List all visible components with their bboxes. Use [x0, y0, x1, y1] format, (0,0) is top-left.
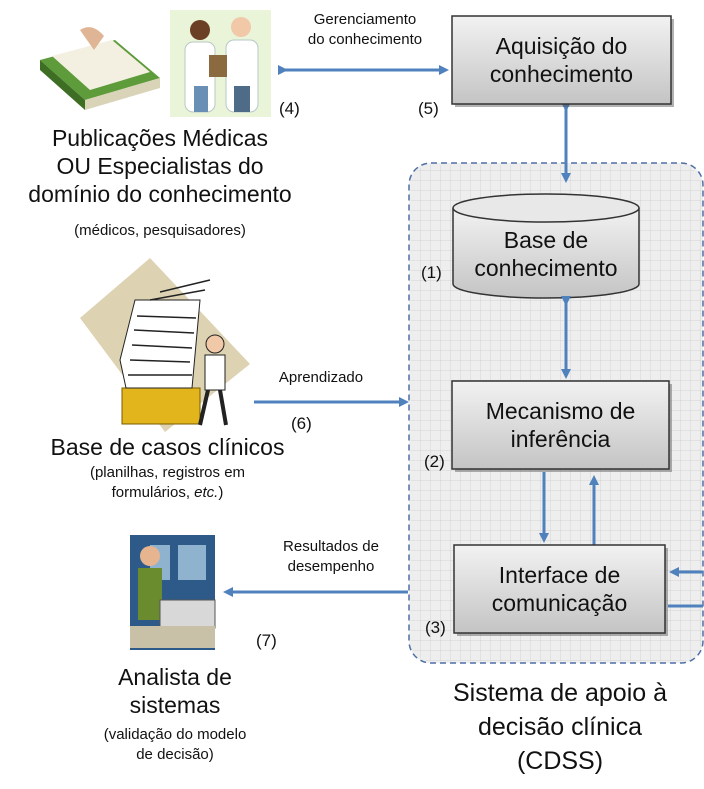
publications-title: Publicações Médicas OU Especialistas do … — [28, 125, 292, 207]
label-n2: (2) — [424, 452, 445, 471]
book-clipart — [40, 27, 160, 110]
box-interface — [453, 544, 668, 636]
label-n6: (6) — [291, 414, 312, 433]
paper-stack-clipart — [80, 258, 250, 432]
box-acquisition — [451, 15, 674, 107]
label-n3: (3) — [425, 618, 446, 637]
knowledge-base-cylinder — [452, 193, 640, 299]
box-inference — [451, 380, 672, 472]
cases-title: Base de casos clínicos — [50, 434, 285, 460]
publications-note: (médicos, pesquisadores) — [74, 222, 246, 239]
label-n4: (4) — [279, 99, 300, 118]
learning-label: Aprendizado — [278, 369, 364, 386]
cases-note: (planilhas, registros em formulários, et… — [89, 464, 246, 501]
doctors-clipart — [170, 10, 271, 117]
label-n7: (7) — [256, 631, 277, 650]
analyst-clipart — [130, 535, 216, 650]
label-n1: (1) — [421, 263, 442, 282]
label-n5: (5) — [418, 99, 439, 118]
